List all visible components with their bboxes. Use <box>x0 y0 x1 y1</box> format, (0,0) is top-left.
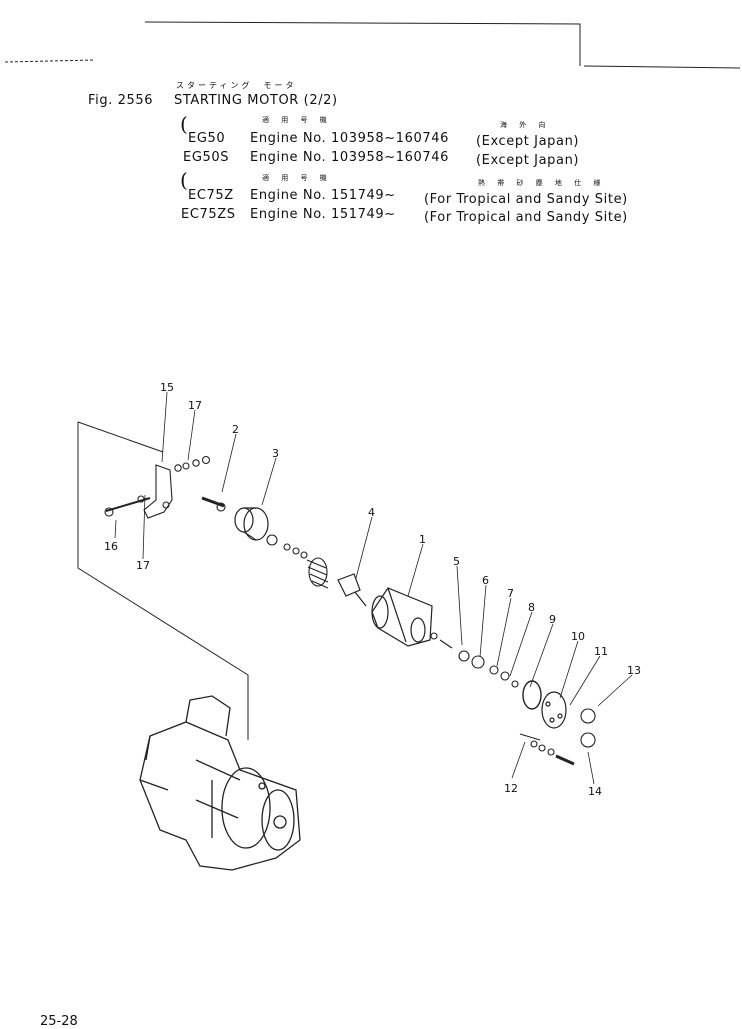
callout-11: 11 <box>594 645 608 658</box>
engine-row-4: Engine No. 151749~ <box>250 207 396 222</box>
part-bracket-assembly <box>104 455 211 519</box>
callout-5: 5 <box>453 555 460 568</box>
callout-8: 8 <box>528 601 535 614</box>
engine-row-2: Engine No. 103958~160746 <box>250 150 449 165</box>
part-o-ring <box>522 680 542 710</box>
engine-row-1: Engine No. 103958~160746 <box>250 131 449 146</box>
callout-7: 7 <box>507 587 514 600</box>
callout-3: 3 <box>272 447 279 460</box>
part-end-cap <box>541 691 567 729</box>
model-row-4: EC75ZS <box>181 207 236 222</box>
model-row-1: EG50 <box>188 131 226 146</box>
callout-4: 4 <box>368 506 375 519</box>
part-plunger <box>337 573 367 607</box>
part-washers <box>430 632 519 688</box>
part-cover <box>234 507 269 541</box>
region-note-1: 海 外 向 <box>500 121 551 129</box>
callout-14: 14 <box>588 785 602 798</box>
applicable-note-1: 適 用 号 機 <box>262 116 332 124</box>
starting-motor-assembly <box>139 695 301 871</box>
region-note-2: 熱 帯 砂 塵 地 仕 様 <box>478 179 606 187</box>
assembly-leader-frame <box>77 421 249 740</box>
callout-2: 2 <box>232 423 239 436</box>
callout-labels: 15 17 2 3 16 17 4 1 5 6 7 8 9 10 11 13 1… <box>104 381 641 798</box>
figure-number: Fig. 2556 <box>88 93 154 108</box>
callout-15: 15 <box>160 381 174 394</box>
header-rule <box>4 21 741 69</box>
page-number: 25-28 <box>40 1014 78 1029</box>
callout-16: 16 <box>104 540 118 553</box>
callout-17-bottom: 17 <box>136 559 150 572</box>
callout-12: 12 <box>504 782 518 795</box>
note-row-1: (Except Japan) <box>476 134 580 149</box>
engine-row-3: Engine No. 151749~ <box>250 188 396 203</box>
part-cap-14 <box>580 732 596 748</box>
note-row-4: (For Tropical and Sandy Site) <box>424 210 628 225</box>
figure-title: STARTING MOTOR (2/2) <box>174 93 338 108</box>
bracket-left-2: ( <box>180 168 188 192</box>
part-cap-13 <box>580 708 596 724</box>
model-row-2: EG50S <box>183 150 230 165</box>
callout-9: 9 <box>549 613 556 626</box>
part-terminal-bolt <box>201 496 226 512</box>
note-row-2: (Except Japan) <box>476 153 580 168</box>
bracket-left-1: ( <box>180 112 188 136</box>
note-row-3: (For Tropical and Sandy Site) <box>424 192 628 207</box>
callout-13: 13 <box>627 664 641 677</box>
kana-title: スターティング モータ <box>176 81 297 90</box>
applicable-note-2: 適 用 号 機 <box>262 174 332 182</box>
part-screw-set <box>519 733 575 766</box>
part-spring-set <box>266 534 329 589</box>
part-solenoid-housing <box>371 587 433 647</box>
callout-6: 6 <box>482 574 489 587</box>
callout-17-top: 17 <box>188 399 202 412</box>
callout-10: 10 <box>571 630 585 643</box>
callout-leaders <box>114 391 633 785</box>
callout-1: 1 <box>419 533 426 546</box>
model-row-3: EC75Z <box>188 188 234 203</box>
